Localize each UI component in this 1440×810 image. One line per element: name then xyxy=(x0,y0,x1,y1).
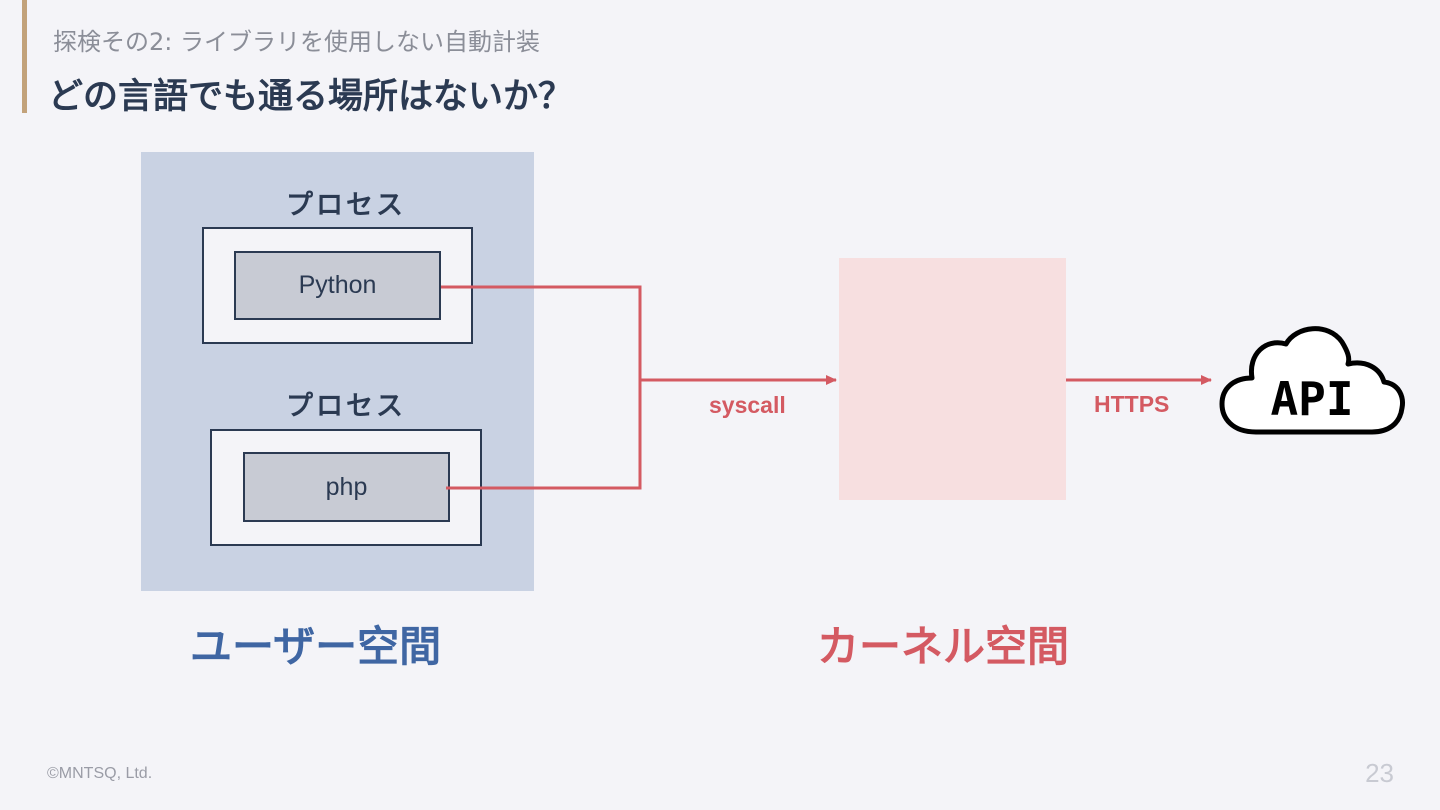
title-accent-bar xyxy=(22,0,27,113)
kernel-space-box xyxy=(839,258,1066,500)
python-box: Python xyxy=(234,251,441,320)
python-to-junction-line xyxy=(441,285,642,380)
process-label-1: プロセス xyxy=(286,190,406,221)
slide-title: どの言語でも通る場所はないか？ xyxy=(48,76,574,117)
page-number: 23 xyxy=(1365,758,1394,788)
php-box: php xyxy=(243,452,450,522)
syscall-label: syscall xyxy=(709,392,786,418)
slide-subtitle: 探検その2: ライブラリを使用しない自動計装 xyxy=(53,28,540,56)
user-space-label: ユーザー空間 xyxy=(190,622,442,671)
php-to-junction-line xyxy=(446,380,642,490)
kernel-space-label: カーネル空間 xyxy=(817,622,1070,671)
cloud-api-icon: API xyxy=(1219,326,1405,435)
process-label-2: プロセス xyxy=(286,391,406,422)
copyright-footer: ©MNTSQ, Ltd. xyxy=(47,765,153,782)
api-label: API xyxy=(1270,372,1353,426)
https-label: HTTPS xyxy=(1094,391,1170,417)
